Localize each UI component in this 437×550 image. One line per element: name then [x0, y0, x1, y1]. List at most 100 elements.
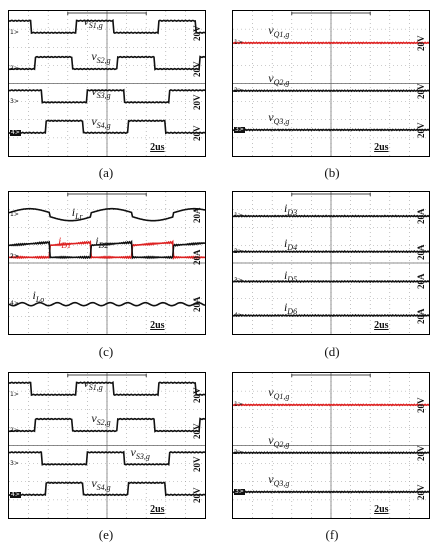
trace-symbol: v [91, 49, 97, 64]
trace-label: vQ2,g [268, 72, 289, 87]
trigger-marker [291, 193, 371, 196]
scope-screen [9, 192, 205, 334]
panel-caption: (f) [325, 527, 339, 542]
trace-label: vQ1,g [268, 386, 289, 401]
trace-i-d1 [9, 239, 205, 260]
trace-subscript: Q1,g [273, 30, 290, 40]
trace-label: vS3,g [91, 85, 110, 100]
volts-per-div-label: 20V [416, 484, 426, 500]
trace-label: iD3 [284, 202, 297, 217]
channel-marker: 3> [234, 487, 245, 495]
trace-subscript: Lr [75, 212, 83, 222]
trace-label: vS4,g [91, 115, 110, 130]
volts-per-div-label: 20V [416, 445, 426, 461]
trace-symbol: v [83, 376, 89, 391]
trace-symbol: v [268, 385, 274, 400]
channel-marker: 1> [234, 38, 243, 46]
trigger-marker [67, 374, 147, 377]
channel-marker: 4> [10, 490, 21, 498]
trace-v-s4g [9, 119, 205, 135]
trace-symbol: i [32, 287, 36, 302]
channel-marker: 1> [234, 212, 243, 220]
volts-per-div-label: 20A [416, 308, 426, 324]
time-per-div-label: 2us [150, 504, 165, 515]
trace-v-s1g [9, 19, 205, 35]
trace-i-d6 [233, 313, 429, 318]
trace-subscript: Q3,g [273, 479, 290, 489]
trace-subscript: S3,g [96, 90, 111, 100]
trace-v-q1g [233, 403, 429, 407]
trace-subscript: S2,g [96, 418, 111, 428]
trace-i-lr [9, 207, 205, 222]
trace-symbol: i [283, 267, 288, 282]
trace-subscript: Q2,g [273, 439, 290, 449]
trace-v-s3g [9, 450, 205, 467]
trace-subscript: D1 [61, 240, 72, 250]
trace-v-q1g [233, 41, 429, 45]
channel-marker: 1> [10, 210, 19, 218]
trace-label: vS1,g [83, 15, 102, 30]
time-per-div-label: 2us [374, 504, 389, 515]
trace-subscript: D2 [98, 240, 109, 250]
channel-marker: 3> [10, 460, 19, 468]
trace-i-d3 [233, 214, 429, 218]
trace-v-s2g [9, 417, 205, 433]
trace-label: vS2,g [91, 412, 110, 427]
channel-marker: 1> [10, 28, 19, 36]
trace-symbol: v [268, 70, 274, 85]
panel-caption: (d) [324, 344, 340, 359]
trace-label: vS4,g [91, 477, 110, 492]
time-per-div-label: 2us [150, 320, 165, 331]
trace-subscript: S4,g [96, 121, 111, 131]
scope-screen [233, 373, 429, 518]
trace-subscript: D5 [287, 274, 298, 284]
trigger-marker [291, 12, 371, 15]
trace-v-q2g [233, 451, 429, 455]
trace-v-q2g [233, 89, 429, 93]
volts-per-div-label: 20V [192, 487, 202, 503]
trigger-marker [291, 374, 371, 377]
trace-v-q3g [233, 128, 429, 132]
scope-screen [233, 192, 429, 334]
trace-symbol: v [268, 23, 274, 38]
panel-caption: (b) [324, 165, 340, 180]
trace-v-s4g [9, 481, 205, 497]
trace-label: iD5 [284, 269, 297, 284]
volts-per-div-label: 20A [192, 207, 202, 223]
time-per-div-label: 2us [374, 142, 389, 153]
volts-per-div-label: 20V [416, 83, 426, 99]
channel-marker: 2> [10, 65, 19, 72]
trace-symbol: v [268, 110, 274, 125]
trace-v-q3g [233, 490, 429, 494]
trace-symbol: v [268, 432, 274, 447]
trace-i-lo [9, 301, 205, 307]
trace-subscript: S1,g [88, 21, 103, 31]
channel-marker: 2> [10, 427, 19, 434]
channel-marker: 4> [234, 311, 243, 319]
trace-subscript: Q3,g [273, 117, 290, 127]
trace-symbol: i [58, 233, 62, 248]
trace-subscript: S2,g [96, 56, 111, 66]
trace-symbol: i [283, 200, 288, 215]
panel-caption: (a) [98, 165, 114, 180]
volts-per-div-label: 20V [192, 423, 202, 440]
trace-subscript: S1,g [88, 383, 103, 393]
trace-symbol: v [268, 472, 274, 487]
trace-symbol: i [283, 300, 288, 315]
trace-label: iLr [72, 206, 83, 221]
channel-marker: 2> [10, 253, 19, 261]
trace-label: iD2 [95, 235, 108, 250]
volts-per-div-label: 20V [192, 387, 202, 403]
volts-per-div-label: 20V [192, 25, 202, 41]
trace-subscript: Q1,g [273, 392, 290, 402]
channel-marker: 2> [234, 448, 243, 456]
volts-per-div-label: 20V [416, 35, 426, 51]
trace-symbol: v [83, 14, 89, 29]
trace-label: vQ1,g [268, 24, 289, 39]
volts-per-div-label: 20V [416, 397, 426, 413]
volts-per-div-label: 20V [192, 94, 202, 111]
channel-marker: 4> [10, 300, 19, 308]
